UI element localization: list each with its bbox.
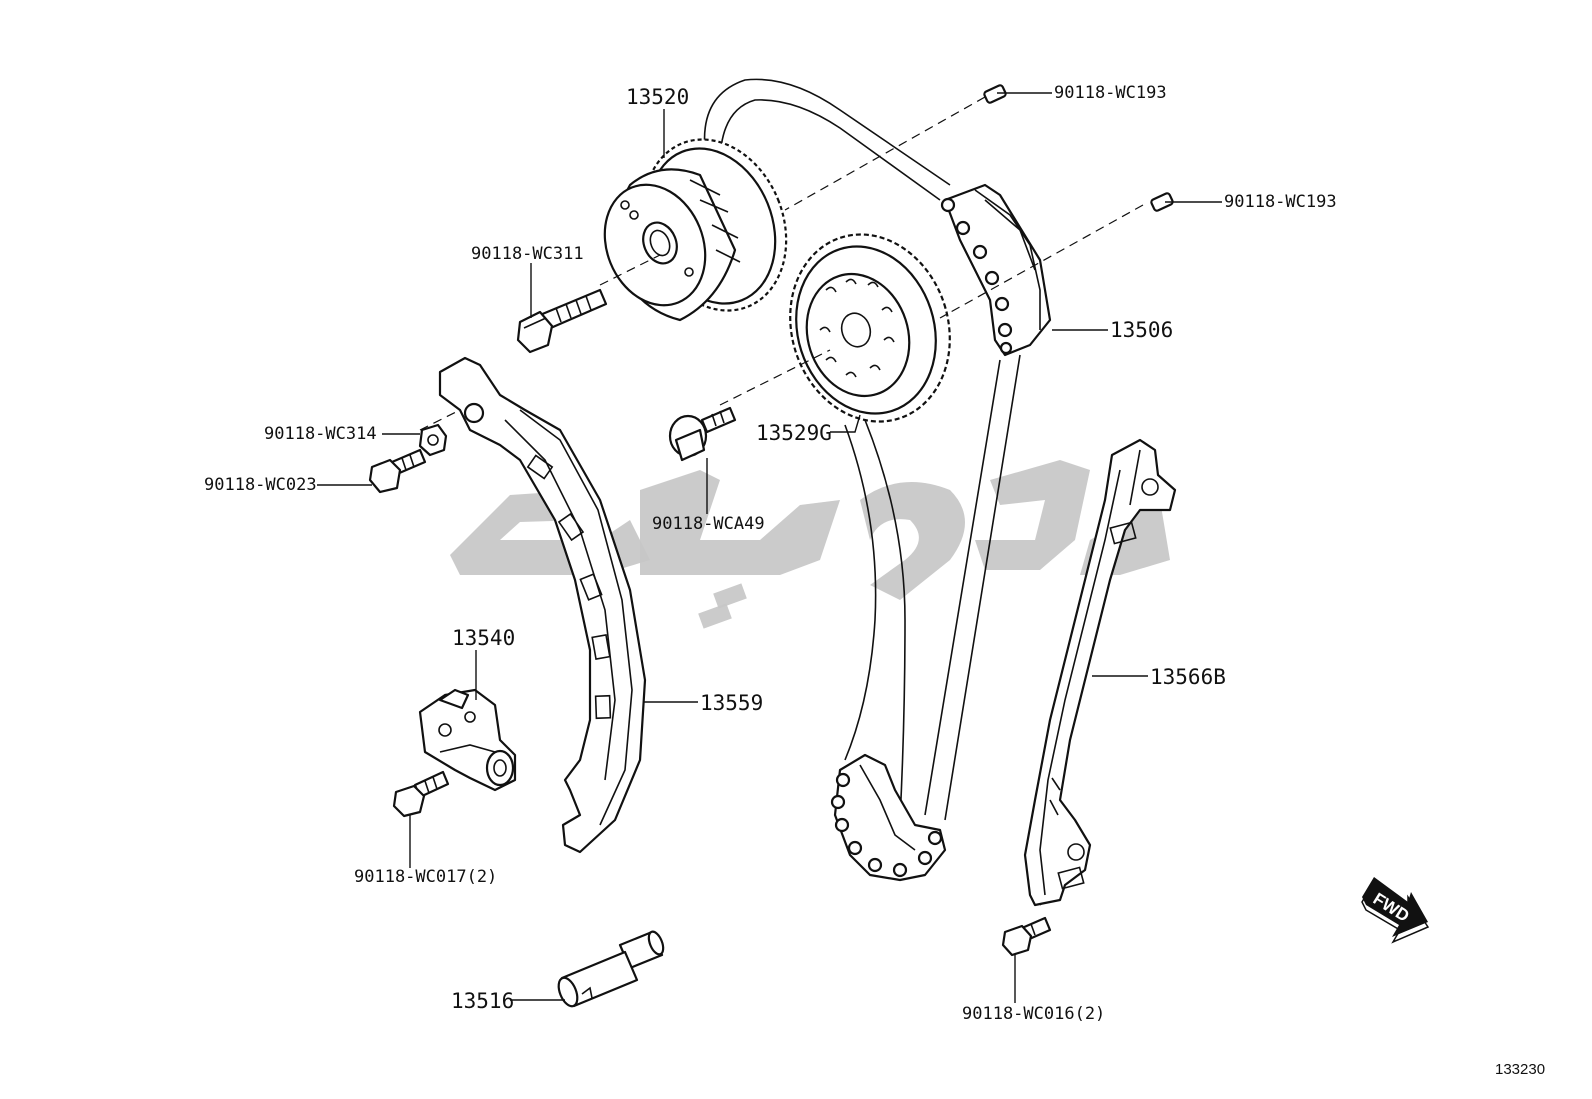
bolt-90118-wca49: [668, 406, 737, 462]
document-id: 133230: [1495, 1061, 1545, 1078]
label-90118-wc023: 90118-WC023: [204, 475, 317, 495]
exhaust-cam-sprocket: [789, 233, 951, 423]
fwd-direction-arrow: FWD: [1361, 877, 1430, 944]
pin-90118-wc193-upper: [983, 84, 1007, 104]
bolt-90118-wc311: [516, 288, 608, 354]
chain-guide: [1023, 438, 1177, 907]
label-90118-wc193-upper: 90118-WC193: [1054, 83, 1167, 103]
cam-phaser-sprocket: [603, 138, 788, 322]
pin-90118-wc193-lower: [1150, 192, 1174, 212]
bolt-90118-wc016: [1001, 916, 1052, 957]
timing-chain: [703, 78, 1052, 882]
label-13540: 13540: [452, 626, 515, 650]
label-13559: 13559: [700, 691, 763, 715]
part-labels: 13520 90118-WC193 90118-WC193 90118-WC31…: [204, 83, 1337, 1024]
dowel-pin: [557, 930, 665, 1008]
chain-pack-lower: [830, 753, 947, 882]
label-90118-wc314: 90118-WC314: [264, 424, 377, 444]
nut-90118-wc314: [418, 423, 448, 457]
label-90118-wc016: 90118-WC016(2): [962, 1004, 1105, 1024]
label-90118-wca49: 90118-WCA49: [652, 514, 765, 534]
label-13529g: 13529G: [756, 421, 832, 445]
label-13516: 13516: [451, 989, 514, 1013]
bolt-90118-wc017: [392, 770, 450, 818]
label-90118-wc311: 90118-WC311: [471, 244, 584, 264]
label-90118-wc193-lower: 90118-WC193: [1224, 192, 1337, 212]
tensioner-slipper-guide: [438, 356, 647, 854]
chain-pack-upper: [940, 183, 1052, 357]
label-90118-wc017: 90118-WC017(2): [354, 867, 497, 887]
label-13520: 13520: [626, 85, 689, 109]
chain-tensioner: [418, 688, 517, 792]
bolt-90118-wc023: [368, 448, 427, 494]
label-13506: 13506: [1110, 318, 1173, 342]
leader-lines: [317, 92, 1222, 1003]
label-13566b: 13566B: [1150, 665, 1226, 689]
